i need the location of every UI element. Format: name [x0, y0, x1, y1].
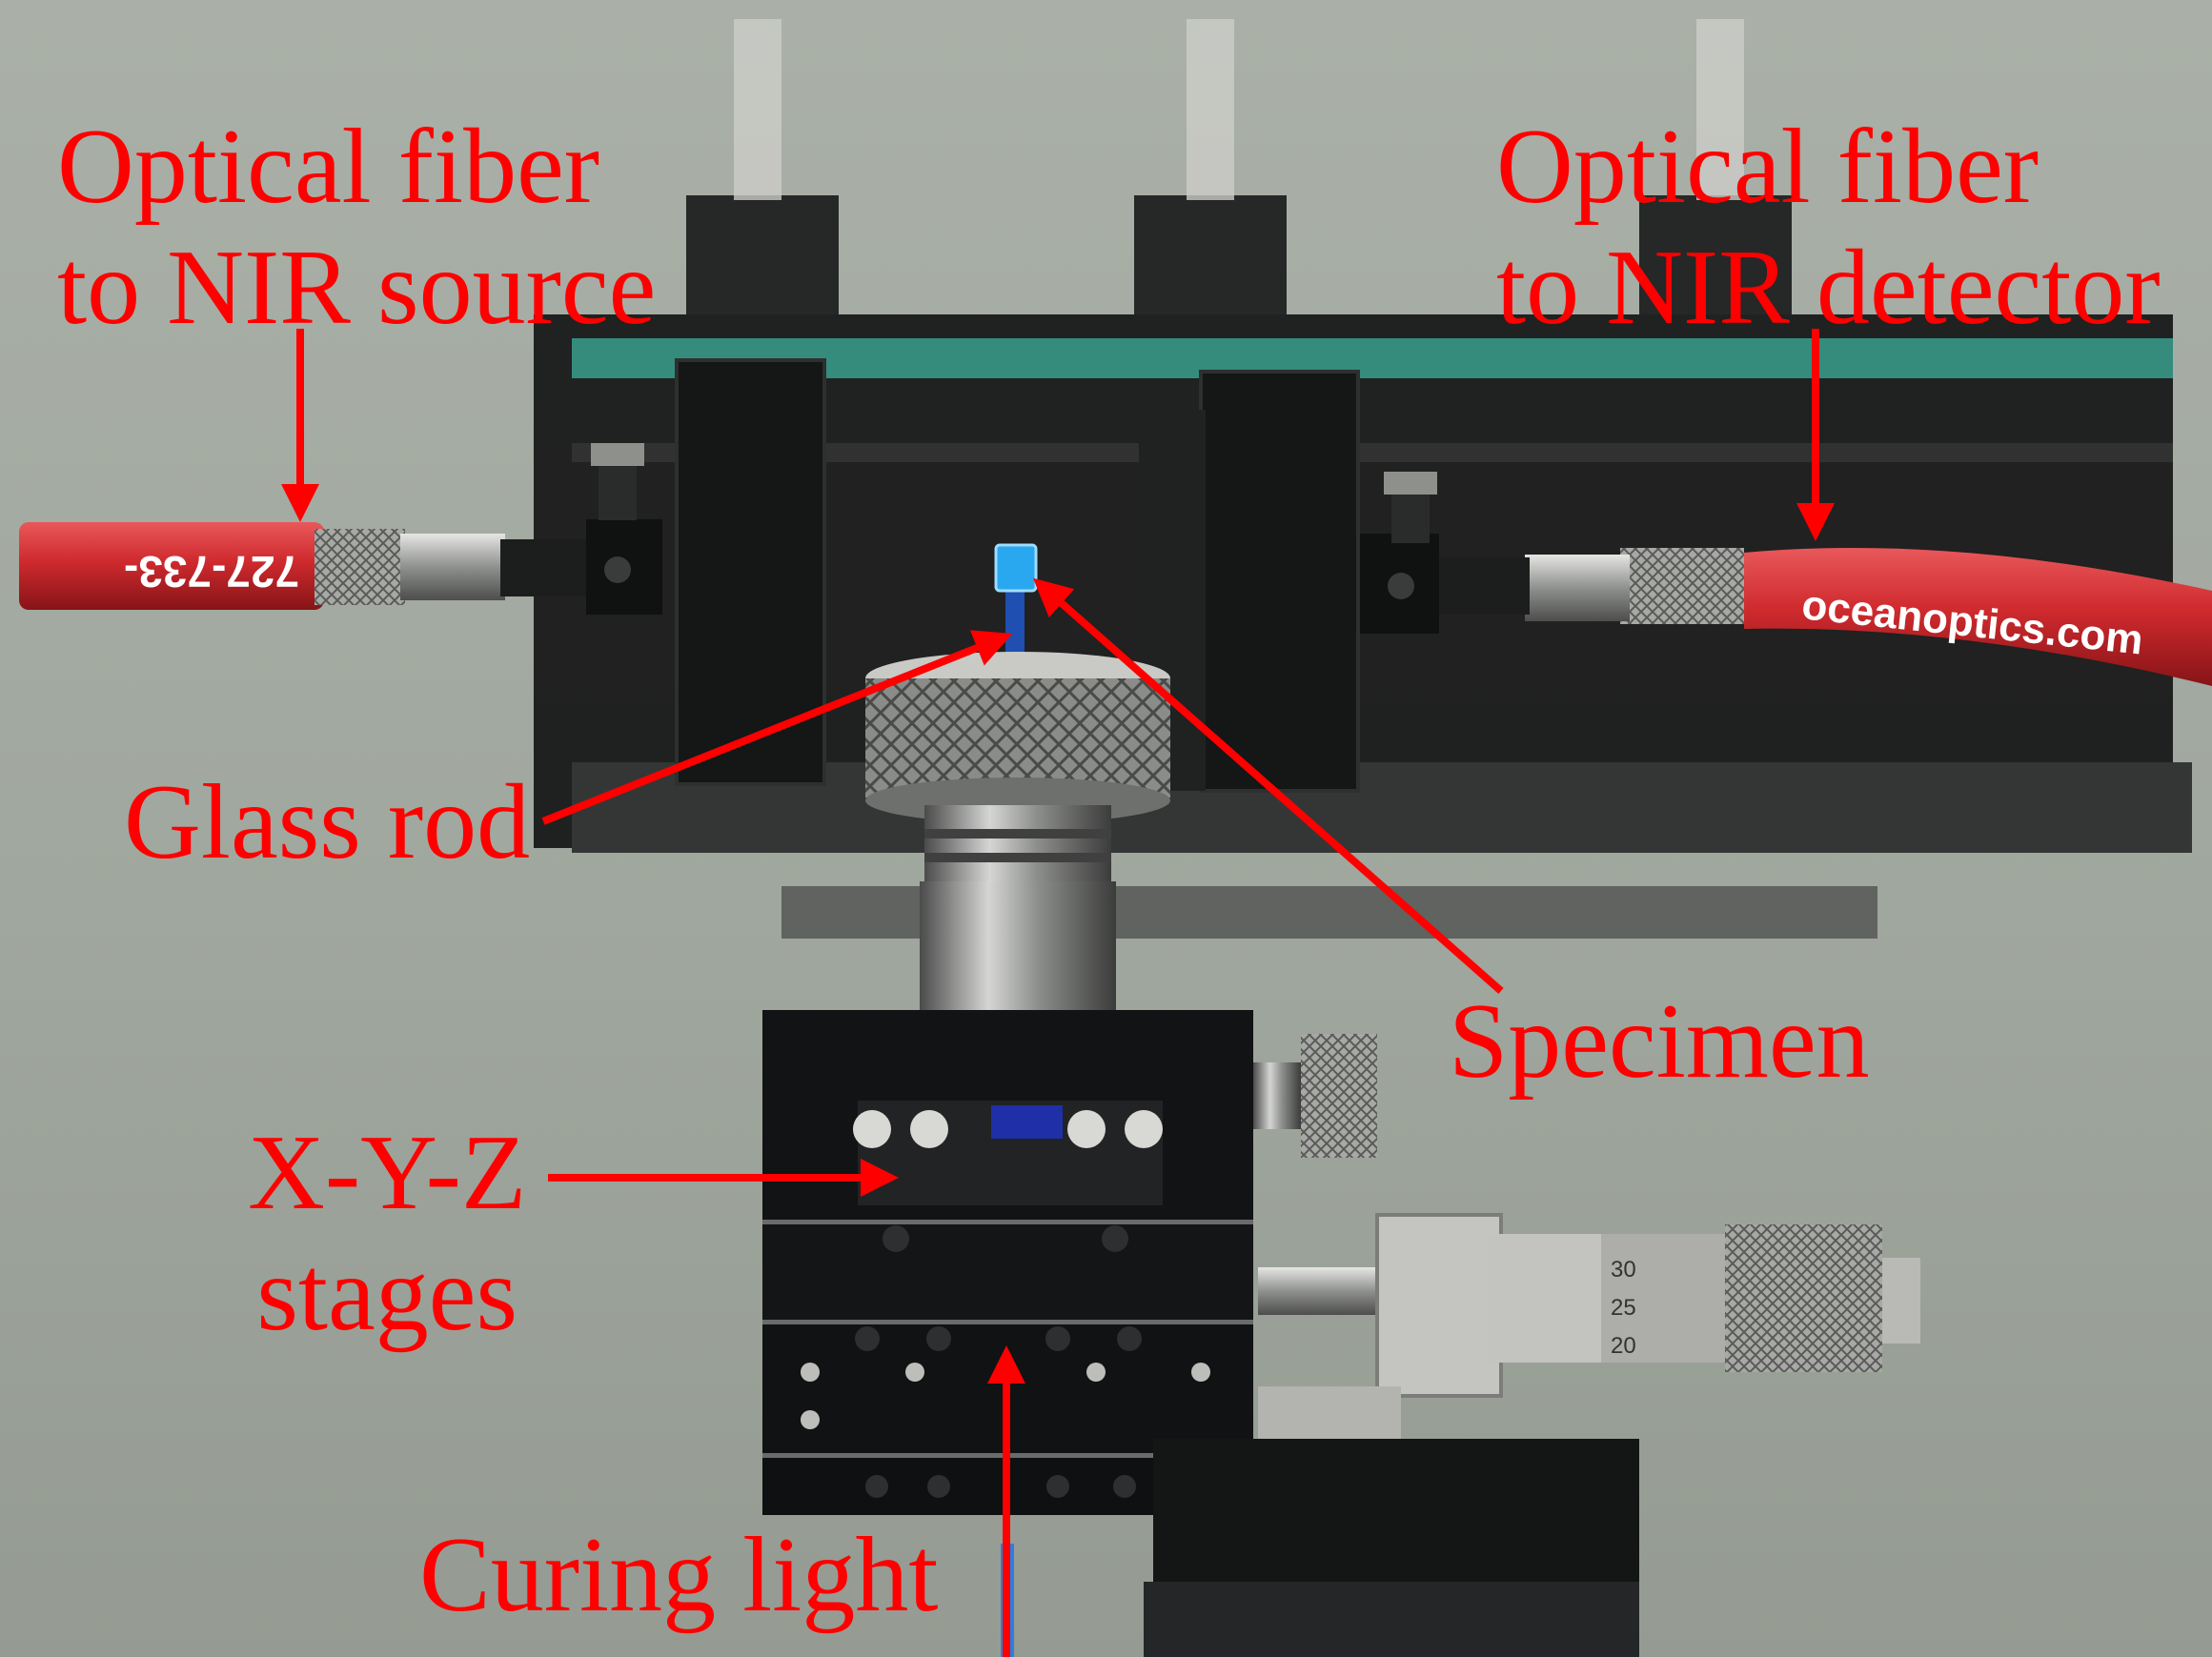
micrometer-tick-30: 30	[1611, 1257, 1636, 1283]
label-optical-fiber-source: Optical fiber to NIR source	[57, 107, 656, 348]
left-fiber-holder-block	[675, 358, 826, 786]
left-fiber-jacket-text: 727-733-	[124, 547, 299, 596]
label-line: to NIR detector	[1496, 228, 2161, 347]
label-specimen: Specimen	[1449, 981, 1870, 1102]
label-text: Glass rod	[124, 763, 531, 881]
micrometer-tick-25: 25	[1611, 1295, 1636, 1321]
arrow-glass-rod	[541, 630, 1013, 825]
label-text: Curing light	[419, 1516, 939, 1634]
left-optical-fiber: 727-733-	[19, 443, 662, 615]
label-glass-rod: Glass rod	[124, 762, 530, 883]
label-line: Optical fiber	[1496, 108, 2040, 226]
label-text: Specimen	[1449, 982, 1870, 1101]
label-line: to NIR source	[57, 228, 657, 347]
specimen	[994, 543, 1038, 593]
label-line: X-Y-Z	[248, 1114, 527, 1232]
right-fiber-holder-block	[1199, 370, 1360, 793]
label-line: Optical fiber	[57, 108, 600, 226]
annotation-arrows	[281, 329, 1835, 1657]
arrow-specimen	[1033, 577, 1504, 994]
label-line: stages	[256, 1234, 518, 1353]
micrometer-tick-20: 20	[1611, 1333, 1636, 1359]
label-xyz-stages: X-Y-Z stages	[248, 1113, 526, 1354]
label-curing-light: Curing light	[419, 1515, 938, 1636]
micrometer: 30 25 20	[1258, 1213, 1920, 1491]
label-optical-fiber-detector: Optical fiber to NIR detector	[1496, 107, 2161, 348]
stage-adjuster-knob	[1253, 1034, 1377, 1158]
knurled-chuck	[865, 652, 1170, 1015]
